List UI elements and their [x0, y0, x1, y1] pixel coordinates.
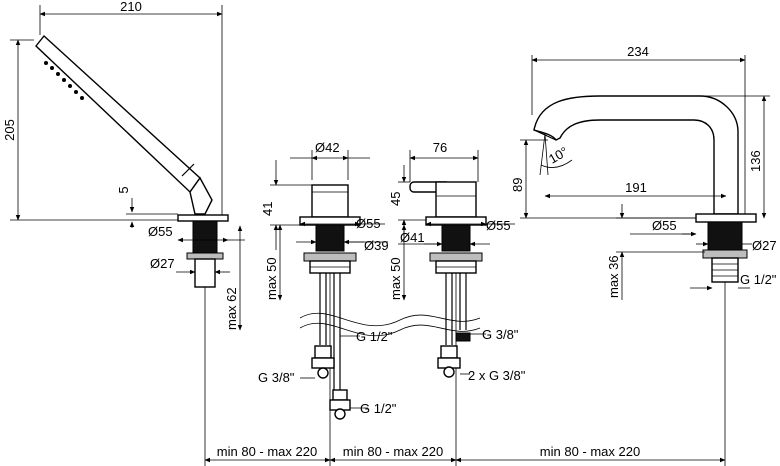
dim-mixer1-max: max 50	[264, 257, 279, 300]
dim-spout-conn: G 1/2"	[740, 272, 777, 287]
dim-mixer2-conn: G 3/8"	[482, 327, 519, 342]
dim-hand-height: 205	[2, 119, 17, 141]
mixer-1: Ø42 41 Ø55 Ø39 max 50	[258, 140, 397, 466]
dim-mixer1-conn: G 1/2"	[356, 329, 393, 344]
spout: 234 10° 89 136 191 Ø55 Ø27	[510, 44, 777, 466]
dim-hand-offset: 5	[116, 186, 131, 193]
dim-mixer2-height: 45	[388, 192, 403, 206]
dim-spacing-2: min 80 - max 220	[343, 444, 443, 459]
dim-spout-base: Ø27	[752, 238, 777, 253]
dim-mixer2-max: max 50	[388, 257, 403, 300]
dim-spout-max: max 36	[606, 255, 621, 298]
dim-mixer2-flange: Ø55	[486, 218, 511, 233]
dim-spacing-3: min 80 - max 220	[540, 444, 640, 459]
break-line-bottom	[299, 322, 481, 336]
dim-mixer1-body: Ø39	[364, 238, 389, 253]
dim-spacing-1: min 80 - max 220	[217, 444, 317, 459]
spacing-dimensions: min 80 - max 220 min 80 - max 220 min 80…	[204, 444, 726, 463]
dim-spout-outlet: 89	[510, 178, 525, 192]
break-line-top	[299, 312, 481, 326]
dim-mixer2-lever: 76	[433, 140, 447, 155]
dim-mixer2-conn2: 2 x G 3/8"	[468, 368, 526, 383]
dim-mixer1-height: 41	[260, 202, 275, 216]
dim-spout-width: 234	[627, 44, 649, 59]
dim-spout-flange: Ø55	[652, 218, 677, 233]
dim-mixer1-flange: Ø55	[356, 216, 381, 231]
dim-hand-diam-bottom: Ø27	[150, 256, 175, 271]
dim-spout-reach: 191	[625, 180, 647, 195]
mixer-2: 76 45 Ø55 Ø41 max 50	[388, 140, 526, 466]
dim-mixer1-top: Ø42	[315, 140, 340, 155]
dim-spout-height: 136	[748, 150, 763, 172]
dim-hand-width: 210	[120, 0, 142, 14]
dim-hand-diam-top: Ø55	[148, 224, 173, 239]
dim-mixer1-valve: G 3/8"	[258, 370, 295, 385]
dim-mixer1-valve2: G 1/2"	[360, 401, 397, 416]
dim-hand-max: max 62	[224, 287, 239, 330]
hand-shower: 210 205 5 Ø55 Ø27 m	[2, 0, 245, 466]
